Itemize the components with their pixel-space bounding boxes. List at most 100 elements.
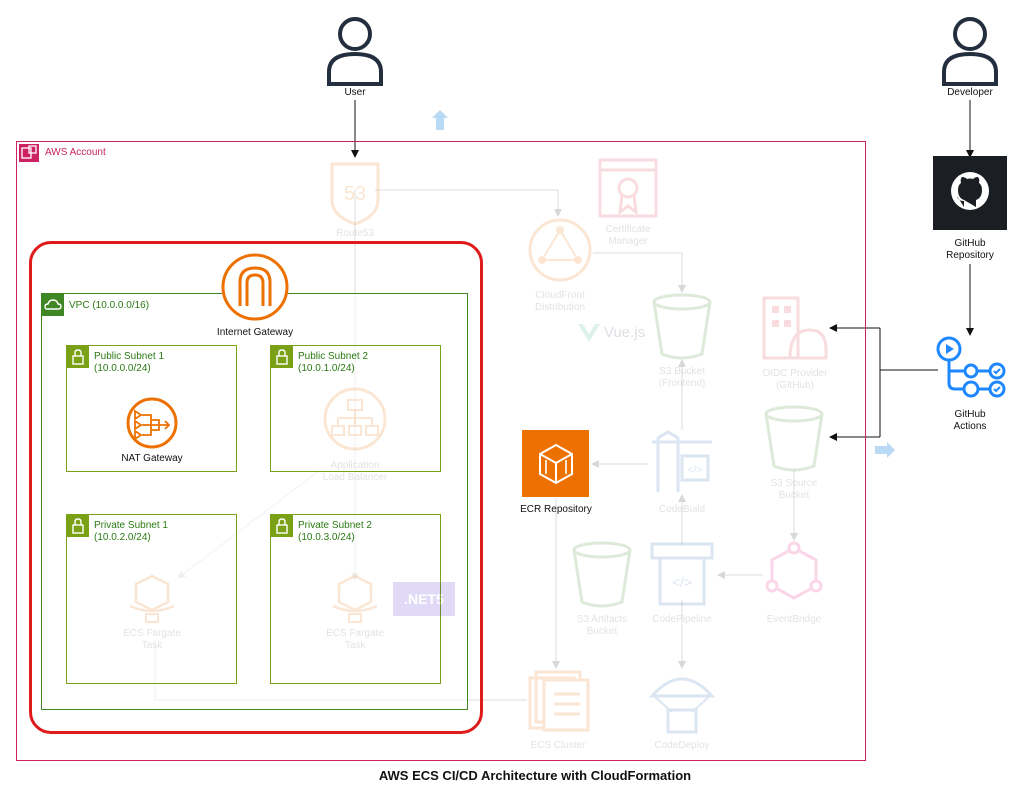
- github-repository-label-line2: Repository: [946, 250, 994, 261]
- alb-label-line2: Load Balancer: [322, 472, 388, 483]
- lock-icon: [271, 515, 293, 537]
- cloudfront-label-line2: Distribution: [534, 302, 586, 313]
- s3-source-label-line2: Bucket: [778, 490, 810, 501]
- ecs-cluster-node: ECS Cluster: [522, 668, 594, 752]
- github-repository-label-line1: GitHub: [954, 238, 986, 249]
- cloudfront-label-line1: CloudFront: [535, 290, 585, 301]
- vpc-cloud-icon: [42, 294, 64, 316]
- internet-gateway-icon: [221, 253, 289, 321]
- oidc-provider-icon: [762, 296, 828, 360]
- eventbridge-node: EventBridge: [756, 540, 832, 630]
- internet-gateway-node: Internet Gateway: [200, 252, 310, 342]
- public-subnet-1: Public Subnet 1 (10.0.0.0/24): [66, 345, 237, 472]
- user-icon: [327, 17, 383, 86]
- fargate-task-icon: [332, 574, 378, 623]
- lock-icon: [271, 346, 293, 368]
- diagram-title: AWS ECS CI/CD Architecture with CloudFor…: [378, 768, 692, 783]
- private-subnet-1-cidr: (10.0.2.0/24): [94, 532, 151, 543]
- lock-icon: [67, 515, 89, 537]
- svg-text:</>: </>: [688, 465, 703, 476]
- lock-icon: [67, 346, 89, 368]
- user-label: User: [344, 87, 366, 98]
- oidc-provider-label-line1: OIDC Provider: [762, 368, 828, 379]
- fargate-task-1-label: ECS Fargate Task: [106, 628, 198, 652]
- vpc-group: VPC (10.0.0.0/16): [41, 293, 468, 710]
- eventbridge-icon: [765, 541, 823, 600]
- s3-artifacts-label: S3 Artifacts Bucket: [554, 614, 650, 638]
- github-repository-label: GitHub Repository: [920, 238, 1019, 262]
- github-actions-label: GitHub Actions: [930, 409, 1010, 433]
- user-actor: User: [325, 12, 385, 102]
- ecs-cluster-icon: [528, 670, 590, 732]
- aws-account-icon: [19, 144, 39, 162]
- aws-account-label: AWS Account: [45, 147, 106, 158]
- s3-frontend-label-line2: (Frontend): [658, 378, 706, 389]
- alb-label-line1: Application: [330, 460, 380, 471]
- codedeploy-label: CodeDeploy: [654, 740, 710, 751]
- fargate-task-icon: [129, 574, 175, 623]
- svg-text:53: 53: [344, 183, 366, 205]
- fargate-task-2-label-line1: ECS Fargate: [326, 628, 384, 639]
- certificate-manager-label-line1: Certificate: [605, 224, 651, 235]
- eventbridge-label: EventBridge: [766, 614, 822, 625]
- aws-account-group: AWS Account: [16, 141, 866, 761]
- ecr-icon: [522, 430, 589, 497]
- vpc-label: VPC (10.0.0.0/16): [69, 300, 150, 311]
- cloudfront-label: CloudFront Distribution: [512, 290, 608, 314]
- s3-artifacts-node: S3 Artifacts Bucket: [562, 540, 642, 640]
- internet-gateway-label: Internet Gateway: [216, 327, 294, 338]
- s3-frontend-node: S3 Bucket (Frontend): [642, 292, 722, 392]
- s3-source-node: S3 Source Bucket: [754, 404, 834, 504]
- alb-node: Application Load Balancer: [312, 386, 398, 486]
- certificate-manager-node: Certificate Manager: [590, 156, 666, 248]
- vuejs-icon: [578, 324, 600, 342]
- route53-icon: 53: [330, 162, 380, 226]
- codepipeline-icon: </>: [650, 542, 714, 606]
- oidc-provider-label: OIDC Provider (GitHub): [748, 368, 842, 392]
- private-subnet-1-title: Private Subnet 1 (10.0.2.0/24): [94, 520, 168, 544]
- public-subnet-2-name: Public Subnet 2: [298, 351, 369, 362]
- public-subnet-2-title: Public Subnet 2 (10.0.1.0/24): [298, 351, 368, 375]
- github-actions-label-line1: GitHub: [954, 409, 986, 420]
- s3-frontend-label: S3 Bucket (Frontend): [634, 366, 730, 390]
- dotnet-badge: .NET5: [393, 582, 455, 616]
- private-subnet-2: Private Subnet 2 (10.0.3.0/24): [270, 514, 441, 684]
- s3-artifacts-label-line2: Bucket: [586, 626, 618, 637]
- github-actions-label-line2: Actions: [953, 421, 987, 432]
- codedeploy-node: CodeDeploy: [646, 668, 718, 752]
- nat-gateway-node: NAT Gateway: [112, 396, 192, 468]
- certificate-manager-label-line2: Manager: [608, 236, 648, 247]
- s3-bucket-icon: [764, 405, 824, 472]
- user-icon: [942, 17, 998, 86]
- ecs-cluster-label: ECS Cluster: [530, 740, 586, 751]
- nat-gateway-icon: [126, 397, 178, 449]
- fargate-task-2-label-line2: Task: [344, 640, 366, 651]
- developer-label: Developer: [947, 87, 993, 98]
- codebuild-icon: </>: [652, 430, 712, 492]
- codedeploy-icon: [648, 677, 716, 734]
- oidc-provider-node: OIDC Provider (GitHub): [752, 294, 838, 394]
- fargate-task-1-label-line1: ECS Fargate: [123, 628, 181, 639]
- github-repository-node: GitHub Repository: [920, 156, 1019, 266]
- ecr-label: ECR Repository: [520, 504, 592, 515]
- nat-gateway-label: NAT Gateway: [121, 453, 183, 464]
- private-subnet-1-name: Private Subnet 1: [94, 520, 168, 531]
- ecr-node: ECR Repository: [512, 430, 600, 520]
- certificate-manager-label: Certificate Manager: [582, 224, 674, 248]
- public-subnet-1-name: Public Subnet 1: [94, 351, 165, 362]
- cloudfront-icon: [528, 218, 592, 282]
- codepipeline-label: CodePipeline: [652, 614, 712, 625]
- github-actions-icon: [936, 336, 1006, 398]
- private-subnet-2-cidr: (10.0.3.0/24): [298, 532, 355, 543]
- certificate-icon: [598, 158, 658, 218]
- github-actions-node: GitHub Actions: [930, 335, 1010, 435]
- s3-source-label: S3 Source Bucket: [746, 478, 842, 502]
- s3-bucket-icon: [652, 293, 712, 360]
- vuejs-label: Vue.js: [604, 324, 646, 341]
- dotnet-label: .NET5: [404, 591, 444, 607]
- fargate-task-1-node: ECS Fargate Task: [112, 572, 192, 658]
- s3-source-label-line1: S3 Source: [770, 478, 818, 489]
- s3-artifacts-label-line1: S3 Artifacts: [576, 614, 628, 625]
- highlight-frame: [29, 241, 483, 734]
- alb-label: Application Load Balancer: [306, 460, 404, 484]
